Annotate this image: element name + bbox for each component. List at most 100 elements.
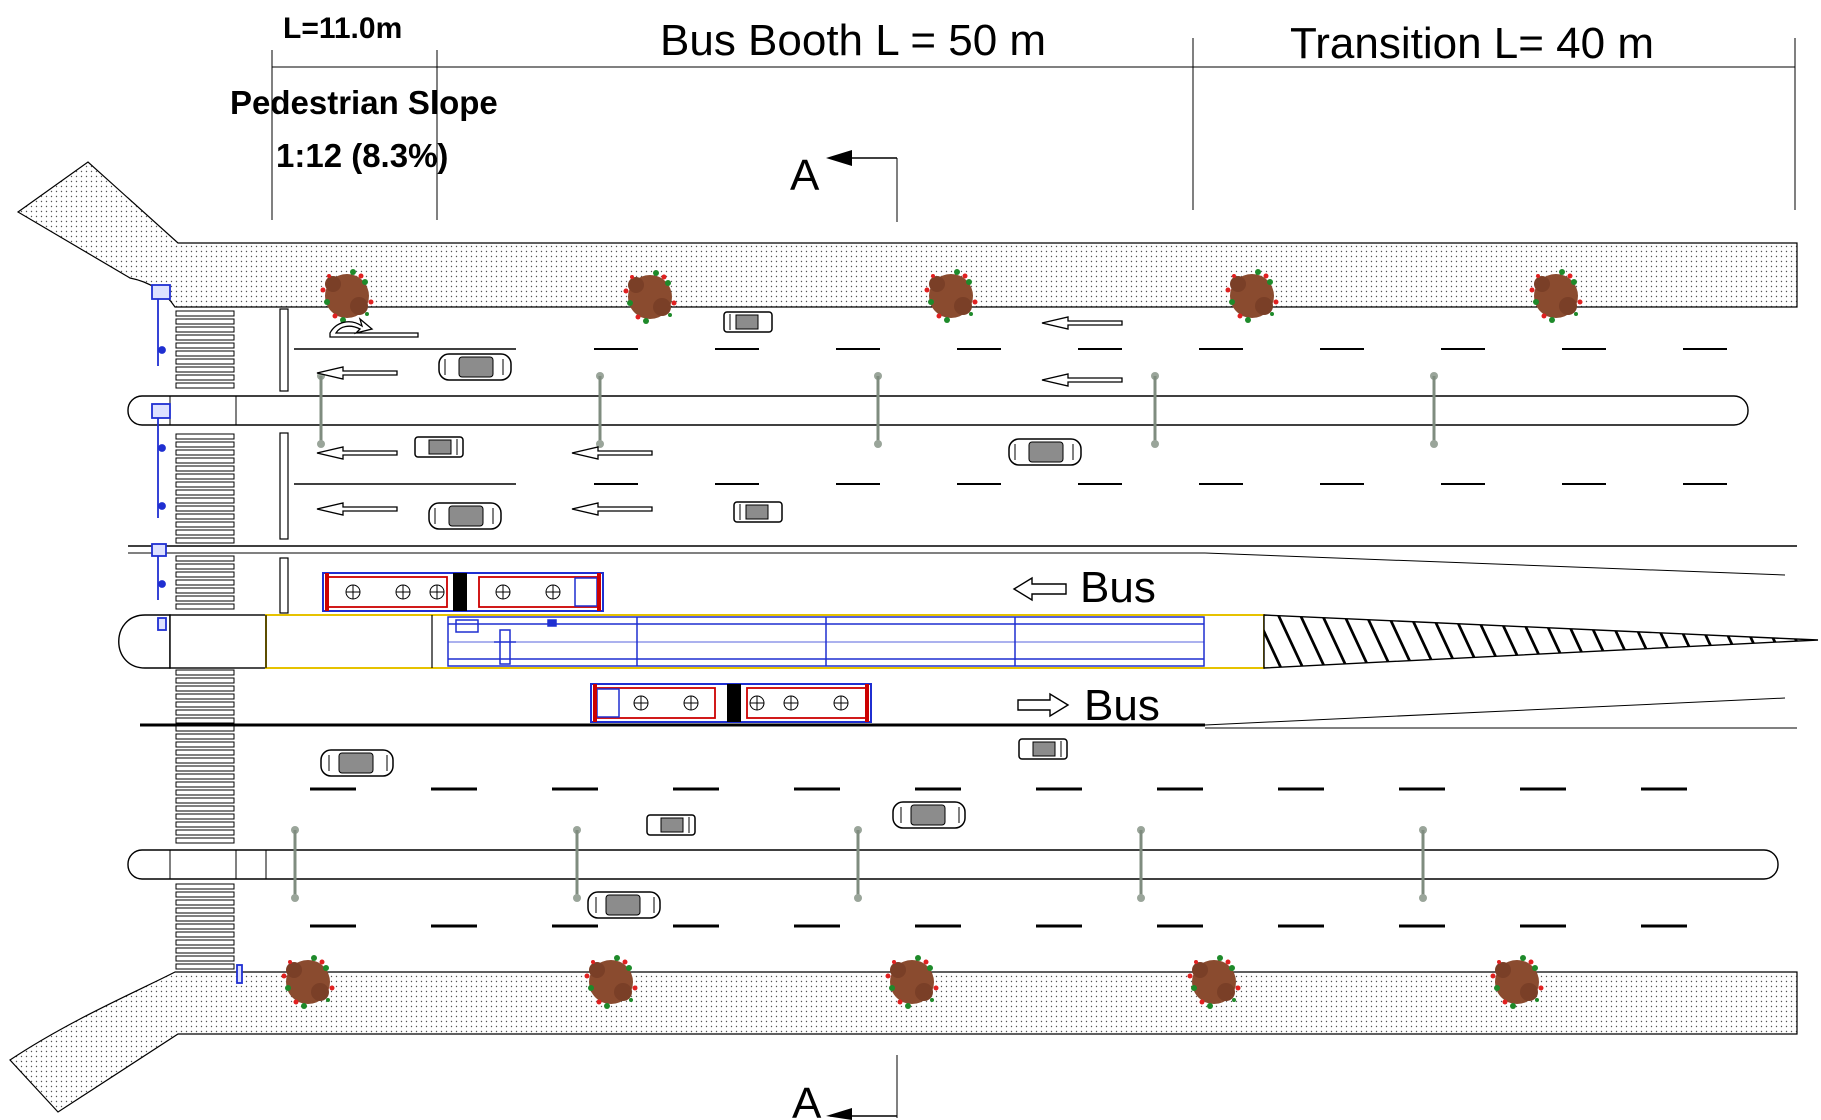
crosswalk-stripe xyxy=(175,505,235,512)
section-marker-bottom: A xyxy=(792,1079,897,1120)
car-icon xyxy=(414,436,464,458)
car-icon xyxy=(438,353,512,381)
crosswalk-stripe xyxy=(175,741,235,748)
crosswalk-stripe xyxy=(175,457,235,464)
crosswalk-stripe xyxy=(175,939,235,946)
crosswalk-stripe xyxy=(175,555,235,562)
ramp-length-label: L=11.0m xyxy=(283,12,402,45)
articulated-bus-icon xyxy=(590,683,872,723)
transition-length-label: Transition L= 40 m xyxy=(1290,19,1654,68)
crosswalk-stripe xyxy=(175,757,235,764)
bus-direction-arrow-icon xyxy=(1017,692,1070,718)
lane-arrow-icon xyxy=(1041,316,1123,330)
crosswalk-stripe xyxy=(175,537,235,544)
bottom-sidewalk xyxy=(9,971,1798,1113)
crosswalk-stripe xyxy=(175,773,235,780)
car-icon xyxy=(723,311,773,333)
crosswalk-stripe xyxy=(175,595,235,602)
section-label-top: A xyxy=(790,151,820,200)
crosswalk-stripe xyxy=(175,334,235,341)
crosswalk-stripe xyxy=(175,717,235,724)
traffic-signals xyxy=(151,284,243,984)
crosswalk-stripe xyxy=(175,725,235,732)
crosswalk-stripe xyxy=(175,342,235,349)
bus-lane-label-west: Bus xyxy=(1080,563,1156,612)
section-marker-top: A xyxy=(790,150,897,200)
crosswalk-stripe xyxy=(175,923,235,930)
crosswalk-stripe xyxy=(175,709,235,716)
north-median xyxy=(127,395,1749,426)
crosswalk-stripe xyxy=(175,963,235,970)
crosswalk-stripe xyxy=(175,955,235,962)
south-median xyxy=(127,849,1779,880)
car-icon xyxy=(587,891,661,919)
crosswalk-stripe xyxy=(175,765,235,772)
crosswalk-stripe xyxy=(175,685,235,692)
stop-bars xyxy=(279,308,289,614)
crosswalk-stripe xyxy=(175,465,235,472)
car-icon xyxy=(1008,438,1082,466)
crosswalk-stripe xyxy=(175,571,235,578)
crosswalk-stripe xyxy=(175,781,235,788)
crosswalk-stripe xyxy=(175,497,235,504)
station-platform xyxy=(265,614,1265,669)
crosswalk-stripe xyxy=(175,318,235,325)
crosswalk-stripe xyxy=(175,813,235,820)
lane-arrow-icon xyxy=(316,366,398,380)
crosswalk-stripe xyxy=(175,521,235,528)
crosswalk-stripe xyxy=(175,513,235,520)
crosswalk-stripe xyxy=(175,821,235,828)
car-icon xyxy=(646,814,696,836)
crosswalk-stripe xyxy=(175,915,235,922)
crosswalk-stripe xyxy=(175,473,235,480)
car-icon xyxy=(892,801,966,829)
lane-arrow-icon xyxy=(571,502,653,516)
crosswalk-stripe xyxy=(175,366,235,373)
pedestrian-slope-title: Pedestrian Slope xyxy=(230,84,498,121)
crosswalk-stripe xyxy=(175,837,235,844)
crosswalk-stripe xyxy=(175,358,235,365)
articulated-bus-icon xyxy=(322,572,604,612)
crosswalk-stripe xyxy=(175,701,235,708)
crosswalk-stripe xyxy=(175,797,235,804)
crosswalk-stripe xyxy=(175,350,235,357)
bus-lane-west: Bus xyxy=(1012,563,1156,612)
crosswalk-stripe xyxy=(175,899,235,906)
section-label-bottom: A xyxy=(792,1079,822,1120)
traffic-signal-icon xyxy=(151,403,171,518)
pedestrian-slope-value: 1:12 (8.3%) xyxy=(276,137,448,174)
crosswalk-stripe xyxy=(175,947,235,954)
crosswalk-stripe xyxy=(175,382,235,389)
crosswalk-stripe xyxy=(175,310,235,317)
lane-arrow-icon xyxy=(571,446,653,460)
booth-length-label: Bus Booth L = 50 m xyxy=(660,16,1046,65)
crosswalk-stripe xyxy=(175,829,235,836)
station-access-ramp xyxy=(169,614,267,669)
bus-direction-arrow-icon xyxy=(1012,576,1067,602)
crosswalk-stripe xyxy=(175,805,235,812)
crosswalk-stripe xyxy=(175,693,235,700)
crosswalk-stripe xyxy=(175,789,235,796)
car-icon xyxy=(1018,738,1068,760)
crosswalk-stripe xyxy=(175,481,235,488)
crosswalk-stripe xyxy=(175,677,235,684)
lane-arrow-icon xyxy=(1041,373,1123,387)
lane-arrow-icon xyxy=(316,446,398,460)
traffic-signal-icon xyxy=(151,543,167,631)
lane-lines-solid xyxy=(294,348,516,485)
crosswalk-stripe xyxy=(175,603,235,610)
traffic-signal-icon xyxy=(151,284,171,366)
bus-lane-east: Bus xyxy=(1017,681,1160,730)
car-icon xyxy=(320,749,394,777)
crosswalk-stripe xyxy=(175,587,235,594)
crosswalk-stripe xyxy=(175,749,235,756)
lane-markings xyxy=(310,348,1727,928)
crosswalk-stripe xyxy=(175,883,235,890)
crosswalk-stripe xyxy=(175,931,235,938)
top-sidewalk xyxy=(16,161,1798,308)
crosswalk-stripe xyxy=(175,579,235,586)
section-arrow-icon xyxy=(826,1108,852,1120)
dimension-lines xyxy=(271,38,1796,1118)
lane-arrows xyxy=(316,316,1123,516)
